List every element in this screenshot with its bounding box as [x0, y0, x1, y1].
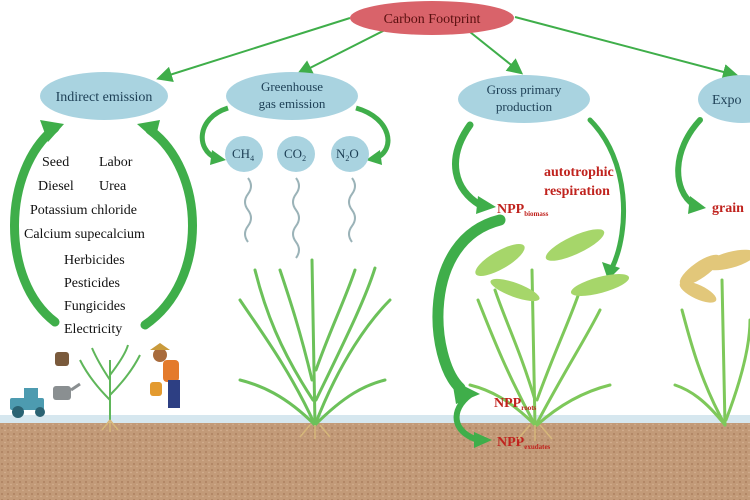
gas-base: N: [336, 146, 346, 161]
input-herbicides: Herbicides: [64, 253, 125, 268]
input-electricity: Electricity: [64, 322, 122, 337]
root-connectors: [156, 16, 739, 83]
watering-can-icon: [53, 382, 81, 400]
branch-label: gas emission: [259, 96, 326, 111]
branch-export: Expo: [698, 75, 750, 123]
soil-layer: [0, 422, 750, 500]
export-arrow: [675, 117, 703, 208]
arrow-head-icon: [210, 150, 226, 165]
branch-gross-primary-production: Gross primary production: [458, 75, 590, 123]
arrow-head-icon: [40, 120, 64, 142]
input-potassium: Potassium chloride: [30, 203, 137, 218]
branch-label: Greenhouse: [261, 79, 323, 94]
input-calcium: Calcium supecalcium: [24, 227, 145, 242]
rice-plant-gpp-icon: [468, 229, 630, 427]
gas-n2o: N2O: [331, 136, 369, 172]
arrow-head-icon: [137, 120, 160, 140]
indirect-cycle-arrows: [10, 123, 197, 330]
gas-base: CO: [284, 146, 302, 161]
gpp-labels: autotrophic respiration NPPbiomass NPPro…: [494, 165, 614, 451]
branch-greenhouse-gas: Greenhouse gas emission: [226, 72, 358, 120]
input-pesticides: Pesticides: [64, 276, 120, 291]
input-urea: Urea: [99, 179, 127, 194]
npp-base: NPP: [494, 396, 522, 411]
npp-sub: roots: [521, 404, 536, 412]
npp-sub: biomass: [524, 210, 548, 218]
arrow-head-icon: [452, 380, 480, 404]
gas-sub: 4: [250, 154, 254, 163]
input-fungicides: Fungicides: [64, 299, 125, 314]
branch-label: production: [496, 99, 553, 114]
indirect-inputs: Seed Labor Diesel Urea Potassium chlorid…: [24, 155, 145, 337]
arrow-head-icon: [476, 196, 496, 214]
input-labor: Labor: [99, 155, 133, 170]
seed-bag-icon: [55, 352, 69, 366]
gas-sub: 2: [302, 154, 306, 163]
npp-sub: exudates: [524, 443, 550, 451]
branch-label: Gross primary: [487, 82, 562, 97]
branch-indirect-emission: Indirect emission: [40, 72, 168, 120]
arrow-head-icon: [688, 196, 706, 214]
tractor-icon: [10, 388, 45, 418]
autotrophic-label-line2: respiration: [544, 184, 610, 199]
ghg-side-arrows: [199, 105, 391, 161]
arrow-head-icon: [474, 432, 492, 448]
npp-base: NPP: [497, 435, 525, 450]
branch-label: Expo: [712, 93, 742, 108]
root-label: Carbon Footprint: [384, 12, 481, 27]
npp-base: NPP: [497, 202, 525, 217]
seedling-plant-icon: [79, 344, 141, 420]
input-diesel: Diesel: [38, 179, 74, 194]
farmer-icon: [150, 343, 180, 408]
branch-label: Indirect emission: [56, 90, 153, 105]
gas-ch4: CH4: [225, 136, 263, 172]
rice-plant-export-icon: [673, 249, 750, 427]
ground-line: [0, 415, 750, 423]
npp-biomass-label: NPPbiomass: [497, 202, 549, 218]
root-node: Carbon Footprint: [350, 1, 514, 35]
roots-icon: [101, 419, 553, 441]
gas-sub: 2: [345, 154, 349, 163]
arrow-head-icon: [366, 150, 382, 165]
gas-tail: O: [349, 146, 358, 161]
svg-text:CH4: CH4: [232, 146, 254, 163]
input-seed: Seed: [42, 155, 69, 170]
gas-co2: CO2: [277, 136, 315, 172]
rice-plant-ghg-icon: [238, 258, 392, 427]
svg-text:CO2: CO2: [284, 146, 306, 163]
gas-base: CH: [232, 146, 250, 161]
autotrophic-label-line1: autotrophic: [544, 165, 614, 180]
npp-roots-label: NPProots: [494, 396, 537, 412]
grain-label: grain: [712, 201, 744, 216]
gas-emission-waves: [244, 177, 356, 259]
svg-text:N2O: N2O: [336, 146, 359, 163]
